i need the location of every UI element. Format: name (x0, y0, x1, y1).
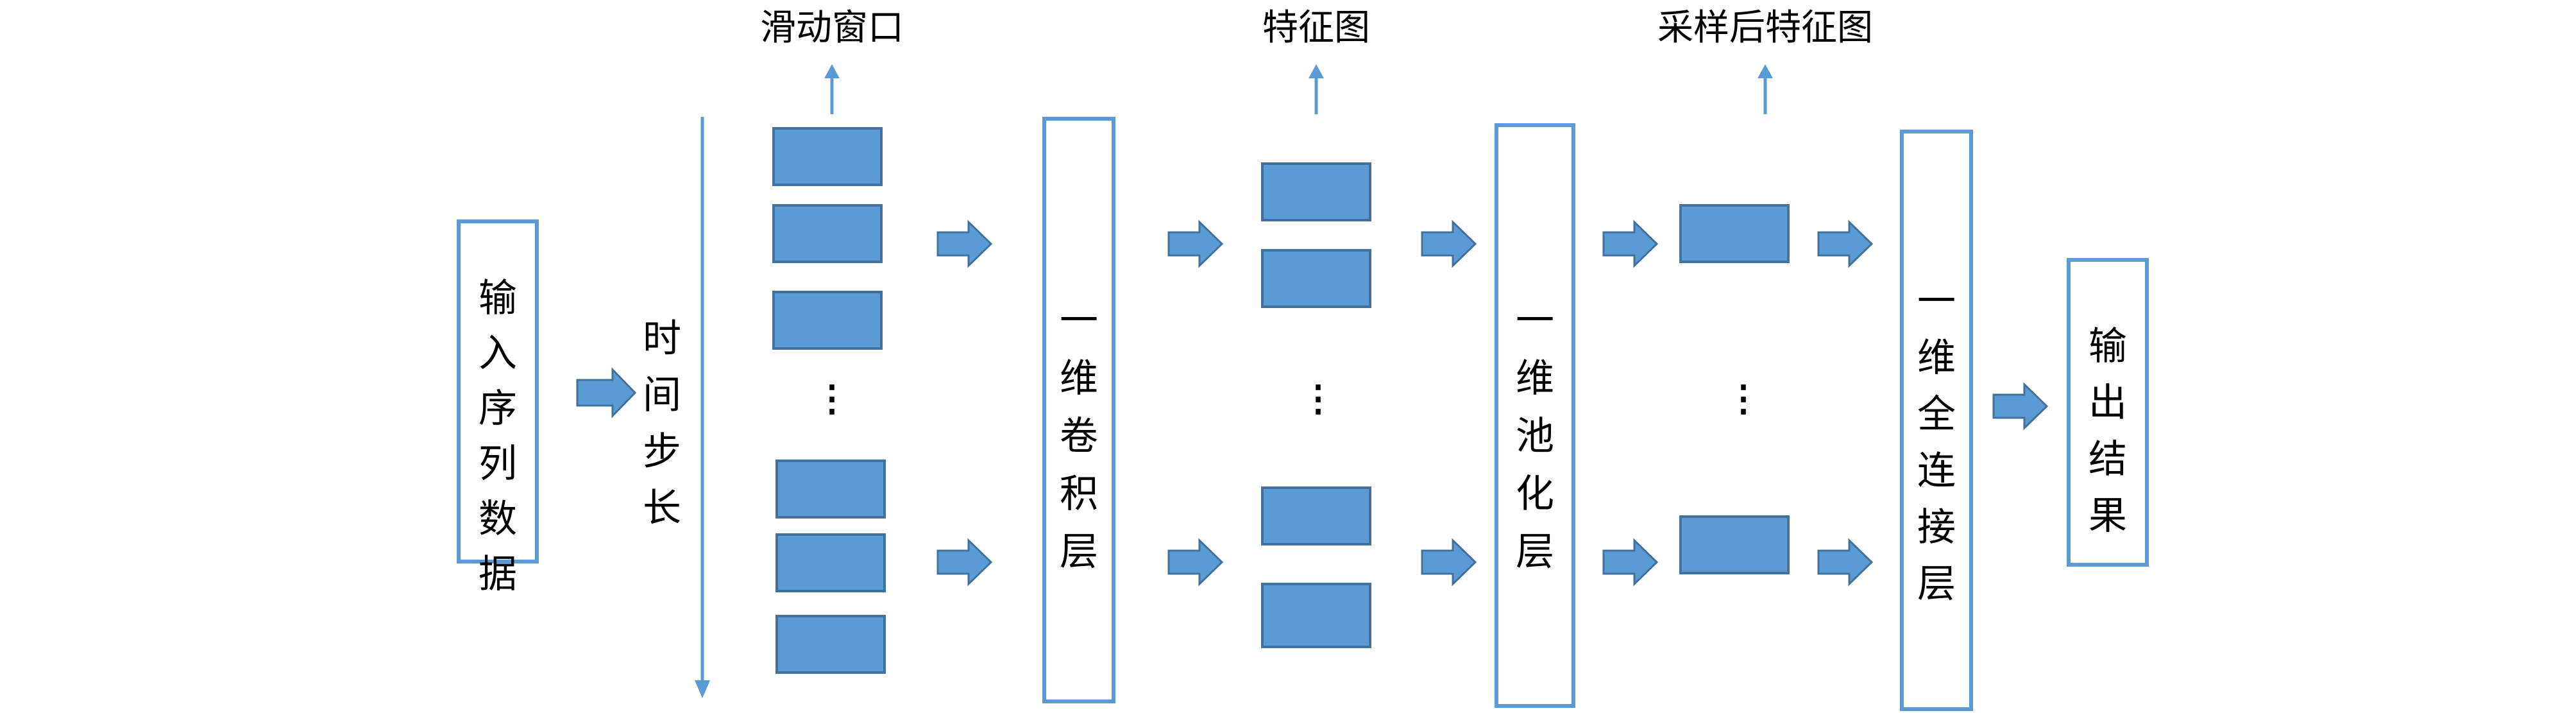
window-block (775, 460, 886, 519)
arrow-window-to-conv-top (936, 219, 993, 268)
window-block (775, 533, 886, 592)
feature-map-ellipsis: ⋮ (1300, 377, 1336, 420)
conv-layer-box (1042, 117, 1115, 703)
feature-map-block (1261, 583, 1371, 648)
fc-layer-label: 一维全连接层 (1917, 279, 1956, 606)
sampled-feature-map-label: 采样后特征图 (1657, 7, 1873, 49)
arrow-sampled-to-fc-bottom (1817, 538, 1874, 587)
window-block (775, 615, 886, 674)
feature-map-pointer-head (1309, 64, 1324, 78)
sliding-window-pointer-head (824, 64, 840, 78)
pool-layer-box (1495, 123, 1575, 708)
sampled-feature-ellipsis: ⋮ (1725, 377, 1761, 420)
arrow-conv-to-feature-bottom (1167, 538, 1224, 587)
output-box (2067, 258, 2149, 567)
window-block (772, 127, 883, 186)
time-step-label: 时间步长 (643, 316, 681, 531)
arrow-window-to-conv-bottom (936, 538, 993, 587)
sampled-feature-block (1679, 204, 1790, 263)
arrow-conv-to-feature-top (1167, 219, 1224, 268)
fc-layer-box (1900, 130, 1973, 711)
sliding-window-label: 滑动窗口 (760, 7, 904, 49)
window-block (772, 291, 883, 350)
window-ellipsis: ⋮ (814, 377, 850, 420)
arrow-feature-to-pool-top (1421, 219, 1477, 268)
feature-map-block (1261, 249, 1371, 308)
window-block (772, 204, 883, 263)
arrow-sampled-to-fc-top (1817, 219, 1874, 268)
time-axis-arrowhead (695, 680, 710, 698)
output-box-label: 输出结果 (2089, 324, 2127, 538)
arrow-pool-to-sampled-bottom (1602, 538, 1659, 587)
arrow-fc-to-output (1992, 382, 2049, 431)
arrow-pool-to-sampled-top (1602, 219, 1659, 268)
pool-layer-label: 一维池化层 (1516, 298, 1554, 574)
sampled-feature-block (1679, 515, 1790, 574)
input-box-label: 输入序列数据 (479, 276, 517, 597)
feature-map-block (1261, 162, 1371, 221)
arrow-feature-to-pool-bottom (1421, 538, 1477, 587)
feature-map-label: 特征图 (1262, 7, 1370, 49)
conv-layer-label: 一维卷积层 (1060, 298, 1098, 574)
sampled-feature-map-pointer-head (1758, 64, 1773, 78)
input-box (457, 219, 539, 563)
feature-map-block (1261, 486, 1371, 545)
arrow-input-to-window (576, 367, 637, 418)
